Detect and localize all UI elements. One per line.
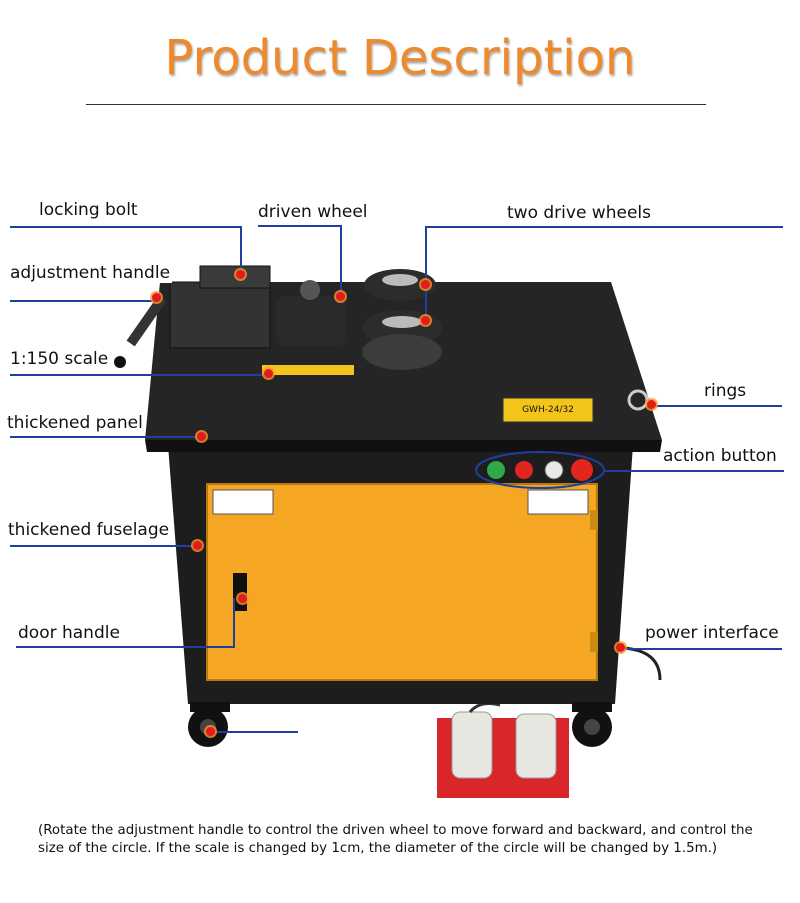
callout-dot-door-handle	[238, 594, 247, 603]
callout-line-thickened-fuselage	[10, 545, 198, 547]
emergency-stop-button	[571, 459, 593, 481]
usage-note: (Rotate the adjustment handle to control…	[38, 823, 753, 856]
label-rings: rings	[702, 381, 749, 401]
cabinet-door	[206, 483, 598, 681]
model-plate-text: GWH-24/32	[522, 405, 574, 415]
callout-line-two-drive-wheels	[425, 226, 783, 228]
callout-line-driven-wheel	[258, 225, 342, 227]
callout-line-caster	[210, 731, 298, 733]
label-action-button: action button	[661, 446, 779, 466]
callout-line-scale	[10, 374, 268, 376]
callout-line-power-interface	[620, 648, 782, 650]
title-divider	[86, 104, 706, 105]
red-button	[515, 461, 533, 479]
callout-line-thickened-panel	[10, 436, 202, 438]
model-plate	[502, 397, 594, 423]
white-button	[544, 460, 564, 480]
driven-wheel-shape	[276, 296, 346, 346]
label-thickened-fuselage: thickened fuselage	[6, 520, 172, 540]
label-thickened-panel: thickened panel	[5, 413, 145, 433]
label-power-interface: power interface	[643, 623, 781, 643]
door-sticker-right	[527, 489, 589, 515]
label-locking-bolt: locking bolt	[37, 200, 140, 220]
callout-dot-scale	[264, 369, 273, 378]
callout-dot-power-interface	[616, 643, 625, 652]
callout-dot-drive-wheel-top	[421, 280, 430, 289]
foot-pedal-right	[515, 713, 557, 779]
label-scale: 1:150 scale	[8, 349, 111, 369]
page-title: Product Description	[164, 30, 636, 86]
callout-dot-driven-wheel	[336, 292, 345, 301]
callout-dot-locking-bolt	[236, 270, 245, 279]
callout-dot-thickened-panel	[197, 432, 206, 441]
lifting-ring	[627, 389, 649, 411]
callout-dot-drive-wheel-bottom	[421, 316, 430, 325]
label-driven-wheel: driven wheel	[256, 202, 370, 222]
callout-dot-thickened-fuselage	[193, 541, 202, 550]
callout-line-door-handle	[16, 646, 234, 648]
scale-strip	[262, 365, 354, 375]
callout-line-adjustment-handle	[10, 300, 156, 302]
callout-dot-rings	[647, 400, 656, 409]
callout-line-action-button	[604, 470, 784, 472]
label-door-handle: door handle	[16, 623, 122, 643]
label-two-drive-wheels: two drive wheels	[505, 203, 653, 223]
callout-dot-caster	[206, 727, 215, 736]
adjustment-handle-shape	[126, 295, 167, 347]
green-button	[487, 461, 505, 479]
door-handle-shape	[233, 573, 247, 611]
bending-head	[169, 281, 271, 349]
foot-pedal-left	[451, 711, 493, 779]
door-sticker-left	[212, 489, 274, 515]
power-cable	[621, 646, 662, 681]
callout-line-locking-bolt	[10, 226, 242, 228]
callout-line-rings	[652, 405, 782, 407]
callout-dot-adjustment-handle	[152, 293, 161, 302]
label-adjustment-handle: adjustment handle	[8, 263, 173, 283]
